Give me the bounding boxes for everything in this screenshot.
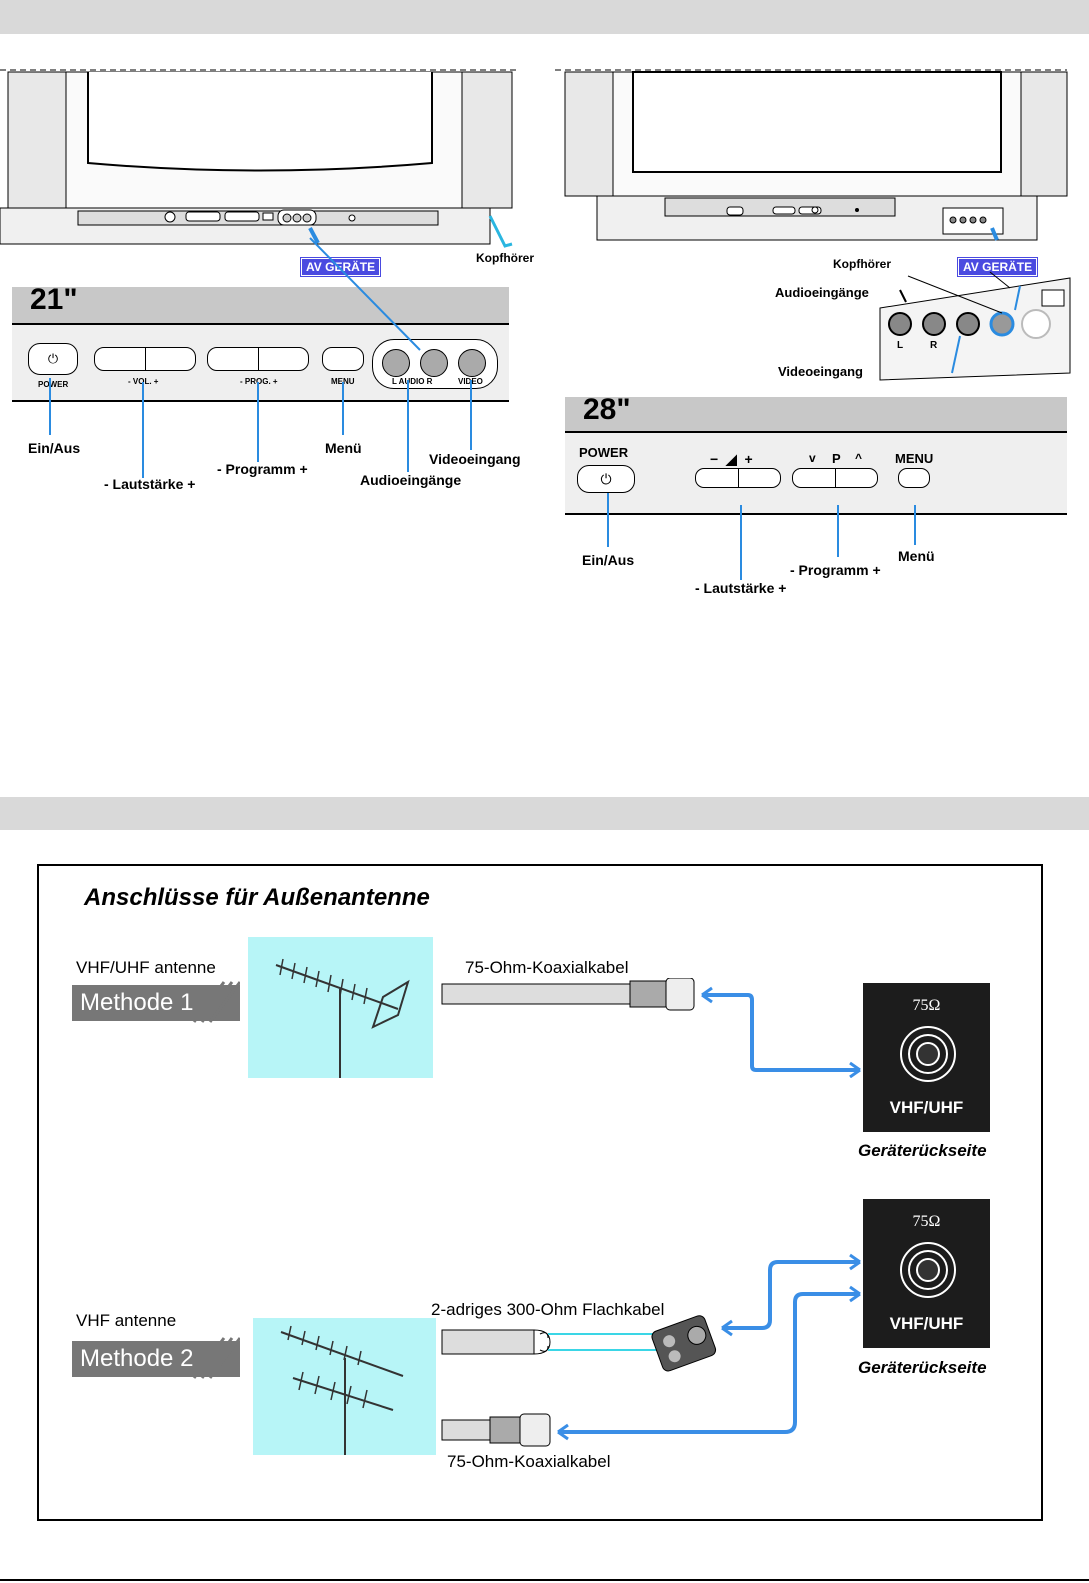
tv21-menu-label: MENU (331, 377, 355, 386)
rocker-divider (258, 348, 259, 370)
method2-cabling (441, 1253, 861, 1447)
tv28-panel-header: 28" (565, 393, 1067, 433)
antenna-section-title: Anschlüsse für Außenantenne (84, 884, 430, 911)
method2-flat-cable-label: 2-adriges 300-Ohm Flachkabel (431, 1300, 665, 1319)
tv21-callout-audio: Audioeingänge (360, 472, 462, 488)
tv28-prog-up-icon: ^ (855, 451, 863, 465)
method1-caption: Geräterückseite (858, 1141, 987, 1160)
method1-antenna-label: VHF/UHF antenne (76, 958, 216, 977)
tv28-callout-power: Ein/Aus (582, 552, 635, 568)
antenna-diagram-frame (37, 864, 1043, 1521)
method2-stripes (192, 1337, 240, 1379)
method2-jack-ohm: 75Ω (912, 1213, 941, 1230)
method2-antenna-picture (253, 1318, 436, 1455)
tv28-headphone-label: Kopfhörer (833, 257, 891, 271)
tv28-menu-label: MENU (895, 451, 934, 466)
method2-label: Methode 2 (72, 1341, 240, 1377)
tv21-front-illustration (0, 69, 520, 248)
tv21-headphone-label: Kopfhörer (476, 251, 534, 265)
method2-tv-antenna-jack[interactable]: 75Ω VHF/UHF (863, 1199, 990, 1348)
tv28-prog-down-icon: v (809, 451, 816, 465)
tv21-prog-label: - PROG. + (240, 377, 278, 386)
tv28-callout-lines (607, 493, 916, 580)
tv21-video-jack[interactable] (458, 349, 486, 377)
page-bottom-rule (0, 1579, 1089, 1581)
tv28-power-label: POWER (579, 445, 629, 460)
tv28-callout-program: - Programm + (790, 562, 881, 578)
tv28-p-label: P (832, 451, 841, 466)
method1-label: Methode 1 (72, 985, 240, 1021)
method1-antenna-picture (248, 937, 433, 1078)
tv21-vol-label: - VOL. + (128, 377, 159, 386)
method2-coax-label: 75-Ohm-Koaxialkabel (447, 1452, 611, 1471)
tv21-callout-video: Videoeingang (429, 451, 521, 467)
tv21-power-button[interactable]: ⏻ (28, 343, 78, 375)
tv21-callout-menu: Menü (325, 440, 362, 456)
tv21-callout-lines (49, 237, 472, 478)
tv28-control-panel: POWER ⏻ − ◢ + v P ^ MENU (565, 433, 1067, 515)
tv21-callout-power: Ein/Aus (28, 440, 81, 456)
method1-jack-ohm: 75Ω (912, 997, 941, 1014)
tv21-program-rocker[interactable] (207, 347, 309, 371)
tv28-audio-in-label: Audioeingänge (775, 285, 869, 300)
tv28-jack-panel (879, 271, 1071, 381)
tv28-av-tag: AV GERÄTE (956, 257, 1039, 277)
tv28-size-label: 28" (583, 393, 631, 426)
tv28-video-in-label: Videoeingang (778, 364, 863, 379)
rocker-divider (738, 469, 739, 487)
tv21-audio-l-jack[interactable] (382, 349, 410, 377)
tv21-audio-label: L AUDIO R (392, 377, 433, 386)
method1-jack-label: VHF/UHF (889, 1098, 964, 1117)
tv21-panel-header: 21" (12, 283, 509, 325)
rocker-divider (145, 348, 146, 370)
tv28-jack-l-label: L (897, 340, 904, 351)
tv21-volume-rocker[interactable] (94, 347, 196, 371)
method2-jack-label: VHF/UHF (889, 1314, 964, 1333)
tv28-callout-volume: - Lautstärke + (695, 580, 787, 596)
tv28-menu-button[interactable] (898, 468, 930, 488)
coax-socket-icon (900, 1242, 956, 1298)
method2-caption: Geräterückseite (858, 1358, 987, 1377)
tv28-program-rocker[interactable] (792, 468, 878, 488)
tv21-callout-program: - Programm + (217, 461, 308, 477)
tv21-callout-volume: - Lautstärke + (104, 476, 196, 492)
tv28-callout-menu: Menü (898, 548, 935, 564)
method2-antenna-label: VHF antenne (76, 1311, 177, 1330)
tv28-volume-icons: − ◢ + (710, 451, 753, 467)
tv21-control-panel: ⏻ POWER - VOL. + - PROG. + MENU L AUDIO … (12, 325, 509, 402)
antenna-section-band (0, 797, 1089, 830)
tv21-power-label: POWER (38, 380, 69, 389)
tv21-size-label: 21" (30, 283, 78, 316)
tv28-volume-rocker[interactable] (695, 468, 781, 488)
rocker-divider (835, 469, 836, 487)
tv28-power-button[interactable]: ⏻ (577, 465, 635, 493)
tv21-menu-button[interactable] (322, 347, 364, 371)
method1-cable-label: 75-Ohm-Koaxialkabel (465, 958, 629, 977)
method1-stripes (192, 981, 240, 1023)
method1-tv-antenna-jack[interactable]: 75Ω VHF/UHF (863, 983, 990, 1132)
tv28-front-illustration (555, 69, 1068, 241)
coax-socket-icon (900, 1026, 956, 1082)
vhf-uhf-antenna-icon (275, 958, 410, 1078)
top-section-band (0, 0, 1089, 34)
tv28-jack-r-label: R (930, 340, 938, 351)
vhf-antenna-icon (280, 1325, 404, 1455)
method1-coax-cable (441, 978, 861, 1078)
tv21-av-tag: AV GERÄTE (299, 257, 382, 277)
tv21-audio-r-jack[interactable] (420, 349, 448, 377)
